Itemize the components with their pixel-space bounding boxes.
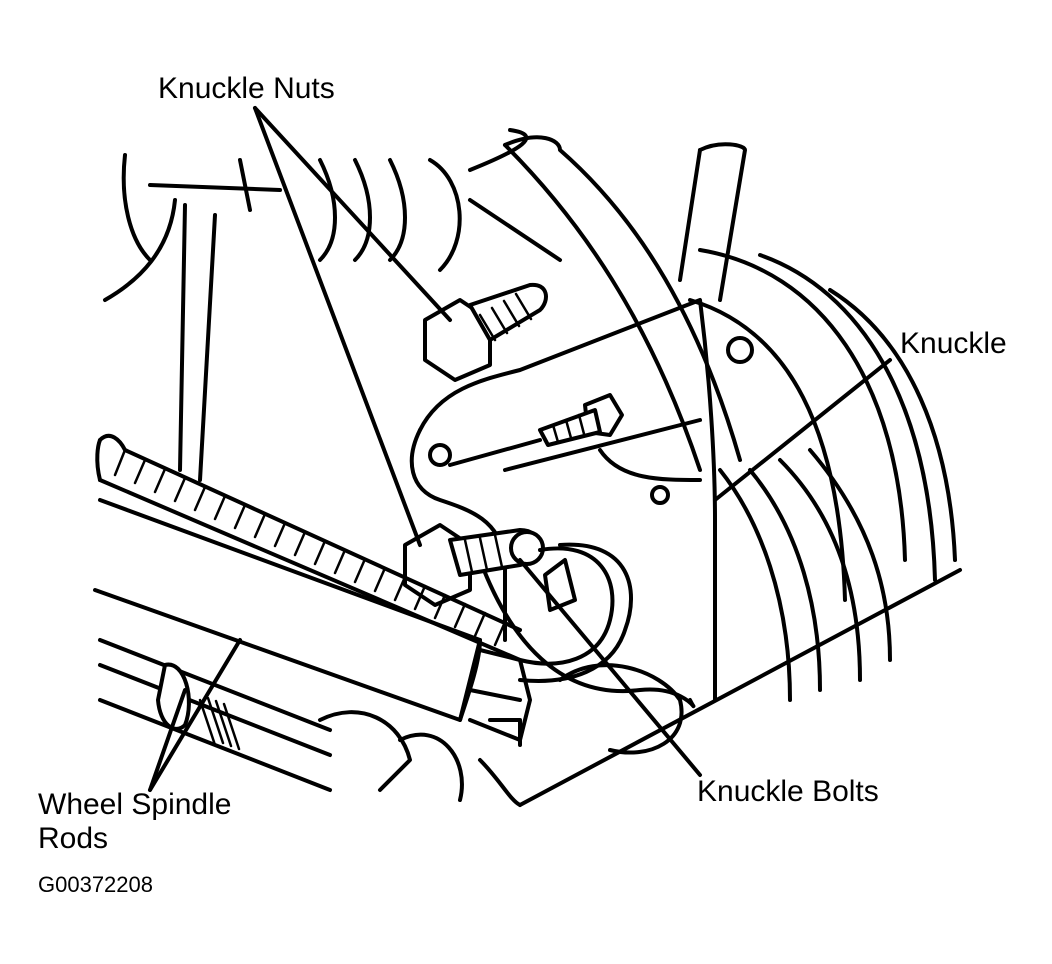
wheel-spindle-rods: [98, 638, 684, 807]
rotor-arcs: [518, 248, 962, 807]
label-wheel-spindle-rods-line1: Wheel Spindle: [38, 788, 232, 821]
label-knuckle: Knuckle: [900, 327, 1007, 360]
wire-harness: [518, 542, 633, 683]
leader-knuckle-nuts-lower: [253, 106, 422, 547]
knuckle-body: [409, 298, 754, 709]
leader-spindle-rods-upper: [148, 638, 242, 792]
label-knuckle-nuts: Knuckle Nuts: [158, 72, 335, 105]
leader-knuckle-bolts: [518, 558, 702, 777]
label-wheel-spindle-rods-line2: Rods: [38, 822, 109, 855]
leader-knuckle-nuts-upper: [253, 106, 452, 322]
leader-spindle-rods-lower: [148, 688, 187, 792]
leader-knuckle: [713, 358, 892, 502]
upper-tube: [503, 135, 747, 472]
middle-knuckle-bolt: [448, 393, 624, 467]
upper-knuckle-nut: [423, 282, 548, 382]
label-wheel-spindle-rods: Wheel Spindle Rods: [38, 788, 231, 856]
figure-code: G00372208: [38, 872, 153, 897]
label-knuckle-bolts: Knuckle Bolts: [697, 775, 879, 808]
leader-lines: [148, 106, 892, 792]
upper-structure: [103, 128, 562, 482]
spindle-tube: [93, 498, 532, 747]
